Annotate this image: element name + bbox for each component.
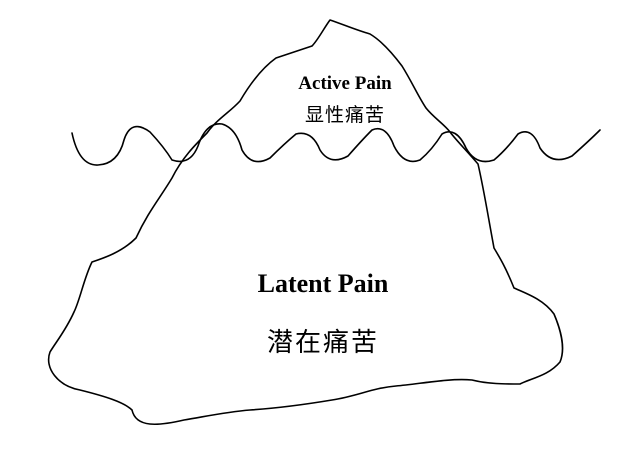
active-pain-chinese-label: 显性痛苦 [304,104,385,126]
latent-pain-label: Latent Pain [257,269,389,298]
iceberg-outline [47,19,564,426]
latent-pain-chinese-label: 潜在痛苦 [266,328,379,358]
water-line [71,123,601,166]
active-pain-label: Active Pain [298,73,392,94]
